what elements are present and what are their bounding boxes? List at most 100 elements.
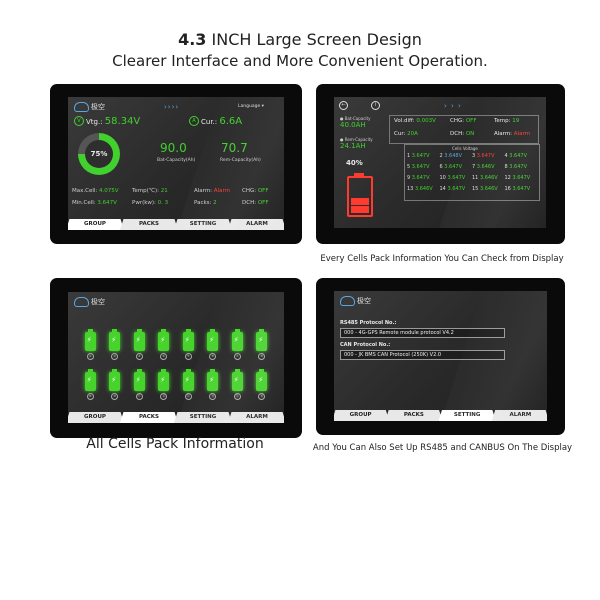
lightning-icon: ⚡	[111, 336, 117, 344]
tab-setting[interactable]: SETTING	[174, 219, 232, 230]
tab-alarm[interactable]: ALARM	[228, 412, 284, 423]
pack-battery-item[interactable]: ⚡⑮	[225, 369, 250, 400]
pack-number: ⑫	[160, 393, 168, 400]
headline-line2: Clearer Interface and More Convenient Op…	[112, 52, 488, 70]
pack-number: ⑥	[209, 353, 217, 360]
bat-capacity: ● Bat-Capacity 40.0AH	[340, 116, 371, 129]
cell-voltage-item: 15 3.646V	[472, 186, 498, 192]
can-label: CAN Protocol No.:	[340, 342, 391, 348]
rem-capacity-label: Rem-Capacity(Ah)	[220, 158, 261, 163]
can-protocol-field[interactable]: 000 - JK BMS CAN Protocol (250K) V2.0	[340, 350, 505, 360]
cell-voltage-item: 4 3.647V	[504, 153, 528, 159]
pack-summary-box	[389, 115, 539, 144]
tab-group[interactable]: GROUP	[334, 410, 390, 421]
pack-number: ②	[111, 353, 119, 360]
pack-detail-screen: ← i › › › ● Bat-Capacity 40.0AH ● Rem-Ca…	[334, 97, 546, 228]
pack-battery-item[interactable]: ⚡⑦	[225, 329, 250, 360]
lightning-icon: ⚡	[184, 376, 190, 384]
pack-battery-item[interactable]: ⚡⑩	[103, 369, 128, 400]
chevrons-icon: › › ›	[444, 102, 462, 110]
battery-icon: ⚡	[109, 369, 121, 391]
caption-cells-info: Every Cells Pack Information You Can Che…	[320, 254, 564, 264]
pack-battery-item[interactable]: ⚡⑪	[127, 369, 152, 400]
battery-icon: ⚡	[256, 369, 268, 391]
soc-percent: 40%	[346, 159, 363, 167]
pack-battery-item[interactable]: ⚡③	[127, 329, 152, 360]
chg-status: CHG: OFF	[242, 188, 269, 194]
bat-capacity-value: 90.0	[160, 141, 187, 155]
logo: 极空	[74, 102, 105, 112]
tab-alarm[interactable]: ALARM	[228, 219, 284, 230]
headline-line1: 4.3 INCH Large Screen Design	[178, 30, 422, 49]
cell-voltage-item: 3 3.647V	[472, 153, 495, 159]
tab-bar: GROUP PACKS SETTING ALARM	[68, 412, 284, 423]
power: Pwr(kw): 0. 3	[132, 200, 169, 206]
packs-screen: 极空 ⚡①⚡②⚡③⚡④⚡⑤⚡⑥⚡⑦⚡⑧⚡⑨⚡⑩⚡⑪⚡⑫⚡⑬⚡⑭⚡⑮⚡⑯ GROU…	[68, 292, 284, 423]
temperature: Temp(℃): 21	[132, 188, 168, 194]
setting-screen: 极空 RS485 Protocol No.: 000 - 4G-GPS Remo…	[334, 291, 547, 421]
tab-group[interactable]: GROUP	[68, 412, 124, 423]
battery-icon: ⚡	[182, 329, 194, 351]
rs485-protocol-field[interactable]: 000 - 4G-GPS Remote module protocol V4.2	[340, 328, 505, 338]
cell-voltage-item: 13 3.646V	[407, 186, 433, 192]
tab-group[interactable]: GROUP	[68, 219, 124, 230]
tab-packs[interactable]: PACKS	[385, 410, 443, 421]
device-group-screen: 极空 ›››› Language ▾ V Vtg.: 58.34V A Cur.…	[50, 84, 302, 244]
lightning-icon: ⚡	[86, 336, 92, 344]
pack-number: ⑦	[233, 353, 241, 360]
pack-number: ⑬	[184, 393, 192, 400]
rs485-label: RS485 Protocol No.:	[340, 320, 397, 326]
lightning-icon: ⚡	[160, 336, 166, 344]
pack-battery-item[interactable]: ⚡⑨	[78, 369, 103, 400]
pack-battery-item[interactable]: ⚡④	[152, 329, 177, 360]
logo: 极空	[74, 297, 105, 307]
battery-icon: ⚡	[231, 369, 243, 391]
cells-voltage-title: Cells Voltage	[452, 146, 478, 151]
pack-battery-item[interactable]: ⚡⑭	[201, 369, 226, 400]
tab-packs[interactable]: PACKS	[120, 219, 178, 230]
info-icon[interactable]: i	[371, 101, 380, 110]
battery-icon: ⚡	[84, 369, 96, 391]
battery-icon: ⚡	[182, 369, 194, 391]
battery-icon: ⚡	[231, 329, 243, 351]
logo: 极空	[340, 296, 371, 306]
pack-battery-item[interactable]: ⚡⑫	[152, 369, 177, 400]
pack-number: ⑤	[184, 353, 192, 360]
tab-setting[interactable]: SETTING	[174, 412, 232, 423]
pack-number: ⑧	[258, 353, 266, 360]
caption-all-cells: All Cells Pack Information	[86, 436, 264, 452]
lightning-icon: ⚡	[233, 376, 239, 384]
pack-battery-item[interactable]: ⚡⑧	[250, 329, 275, 360]
language-select[interactable]: Language ▾	[238, 104, 264, 109]
pack-battery-item[interactable]: ⚡②	[103, 329, 128, 360]
pack-number: ③	[135, 353, 143, 360]
voltage-icon: V	[74, 116, 84, 126]
pack-number: ⑨	[86, 393, 94, 400]
tab-packs[interactable]: PACKS	[120, 412, 178, 423]
max-cell: Max.Cell: 4.075V	[72, 188, 119, 194]
vol-diff: Vol.diff: 0.003V	[394, 118, 436, 124]
cell-voltage-item: 10 3.647V	[439, 175, 466, 181]
cell-voltage-item: 2 3.648V	[439, 153, 463, 159]
tab-setting[interactable]: SETTING	[438, 410, 496, 421]
battery-icon: ⚡	[133, 329, 145, 351]
pack-number: ①	[86, 353, 94, 360]
pack-battery-item[interactable]: ⚡⑬	[176, 369, 201, 400]
battery-icon: ⚡	[207, 369, 219, 391]
tab-alarm[interactable]: ALARM	[491, 410, 547, 421]
group-screen: 极空 ›››› Language ▾ V Vtg.: 58.34V A Cur.…	[68, 97, 284, 230]
cell-voltage-item: 11 3.646V	[472, 175, 498, 181]
temperature: Temp: 19	[494, 118, 520, 124]
pack-battery-item[interactable]: ⚡⑤	[176, 329, 201, 360]
pack-number: ⑮	[233, 393, 241, 400]
bat-capacity-label: Bat-Capacity(Ah)	[157, 158, 196, 163]
device-setting-screen: 极空 RS485 Protocol No.: 000 - 4G-GPS Remo…	[316, 278, 565, 435]
pack-battery-item[interactable]: ⚡⑥	[201, 329, 226, 360]
device-pack-detail-screen: ← i › › › ● Bat-Capacity 40.0AH ● Rem-Ca…	[316, 84, 565, 244]
pack-battery-item[interactable]: ⚡①	[78, 329, 103, 360]
battery-icon: ⚡	[207, 329, 219, 351]
pack-battery-item[interactable]: ⚡⑯	[250, 369, 275, 400]
back-icon[interactable]: ←	[339, 101, 348, 110]
